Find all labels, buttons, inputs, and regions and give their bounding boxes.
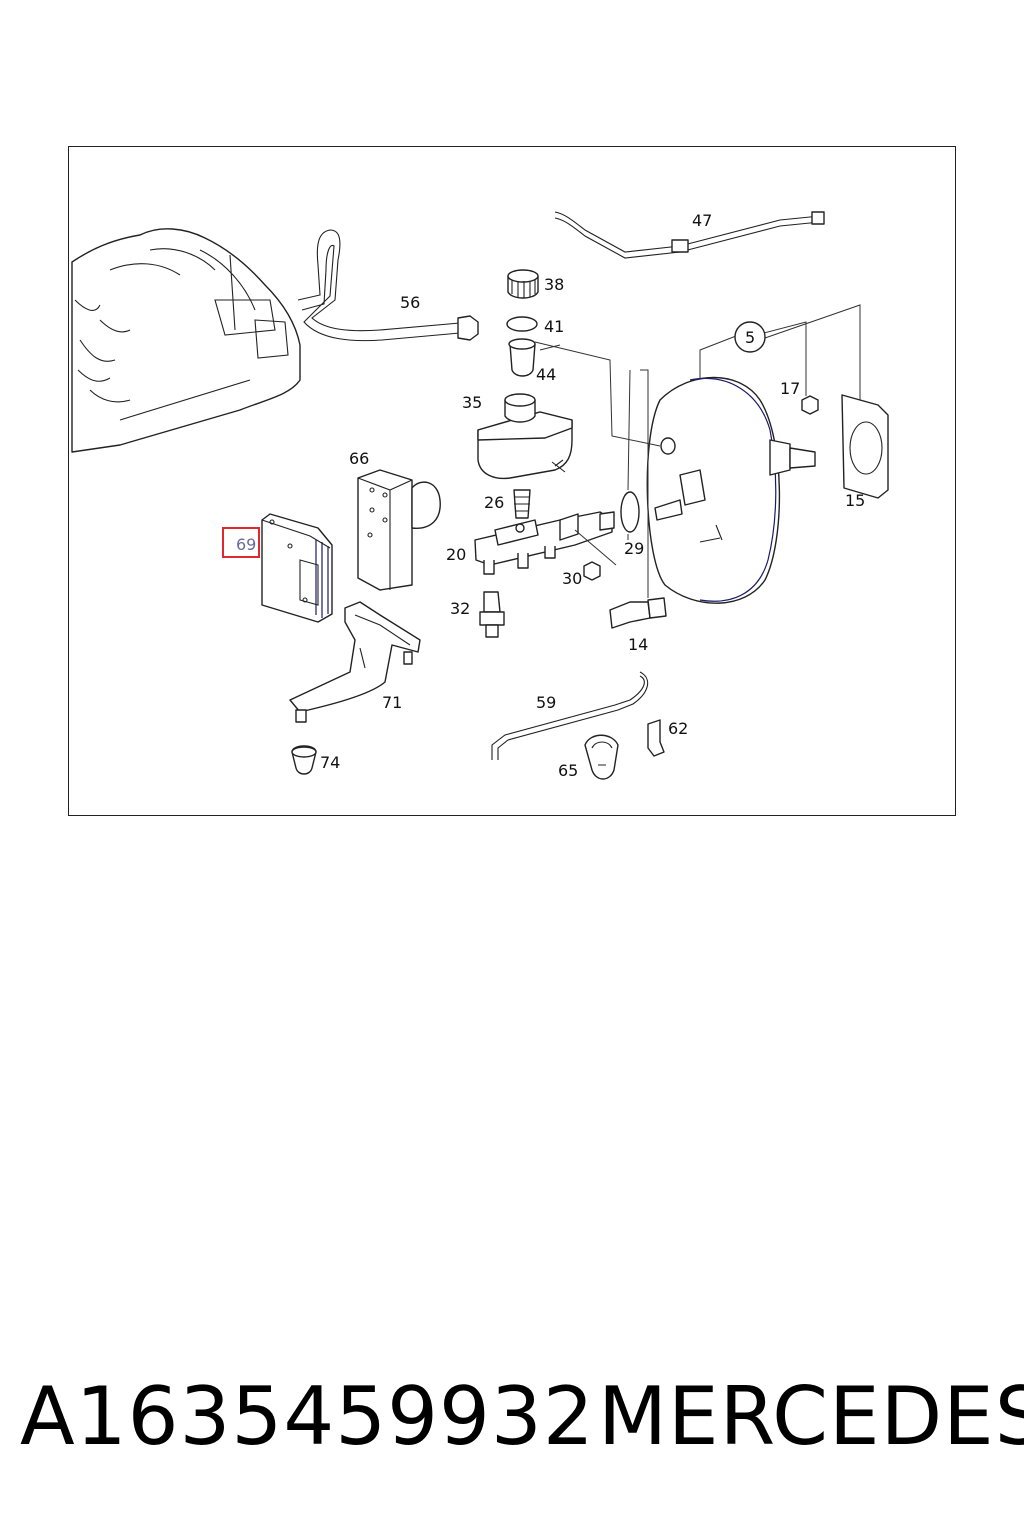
brand-name: MERCEDES <box>598 1370 1024 1463</box>
part-71-bracket <box>289 601 421 723</box>
part-26-grommet <box>513 489 531 519</box>
highlight-box-69: 69 <box>222 527 260 558</box>
part-65-clamp <box>584 734 619 780</box>
callout-30: 30 <box>562 569 582 588</box>
part-44-filter <box>508 338 536 377</box>
callout-59: 59 <box>536 693 556 712</box>
callout-5: 5 <box>745 328 755 347</box>
part-20-master-cylinder <box>474 511 615 575</box>
callout-62: 62 <box>668 719 688 738</box>
callout-65: 65 <box>558 761 578 780</box>
footer: A1635459932 MERCEDES <box>0 1370 1024 1470</box>
part-47-brake-line <box>554 211 825 259</box>
callout-41: 41 <box>544 317 564 336</box>
part-number: A1635459932 <box>20 1370 595 1463</box>
part-59-hose <box>491 671 649 760</box>
callout-14: 14 <box>628 635 648 654</box>
part-15-gasket <box>841 394 889 499</box>
part-5-brake-booster <box>646 376 816 604</box>
callout-56: 56 <box>400 293 420 312</box>
part-69-control-unit <box>261 513 333 623</box>
callout-47: 47 <box>692 211 712 230</box>
part-30-nut <box>583 561 601 581</box>
part-32-switch <box>479 591 505 638</box>
part-56-vacuum-hose <box>297 229 479 342</box>
part-66-hydraulic-unit <box>357 469 441 591</box>
part-38-cap <box>507 269 539 299</box>
callout-15: 15 <box>845 491 865 510</box>
leader-lines <box>534 304 861 598</box>
callout-66: 66 <box>349 449 369 468</box>
callout-74: 74 <box>320 753 340 772</box>
callout-29: 29 <box>624 539 644 558</box>
engine-block <box>71 228 301 453</box>
callout-17: 17 <box>780 379 800 398</box>
part-29-o-ring <box>620 491 640 533</box>
parts-diagram: 56 47 38 41 44 35 26 20 30 32 66 71 74 5… <box>71 211 889 780</box>
callout-38: 38 <box>544 275 564 294</box>
part-62-clip <box>647 719 665 757</box>
callout-69: 69 <box>236 535 256 554</box>
part-14-check-valve <box>609 597 667 629</box>
callout-35: 35 <box>462 393 482 412</box>
callout-44: 44 <box>536 365 556 384</box>
part-41-o-ring <box>506 316 538 332</box>
part-17-nut <box>801 395 819 415</box>
callout-26: 26 <box>484 493 504 512</box>
callout-32: 32 <box>450 599 470 618</box>
part-74-grommet <box>291 745 317 775</box>
part-35-reservoir <box>477 393 573 480</box>
callout-20: 20 <box>446 545 466 564</box>
callout-71: 71 <box>382 693 402 712</box>
callout-labels: 56 47 38 41 44 35 26 20 30 32 66 71 74 5… <box>320 211 865 780</box>
callout-5-circle <box>734 321 766 353</box>
